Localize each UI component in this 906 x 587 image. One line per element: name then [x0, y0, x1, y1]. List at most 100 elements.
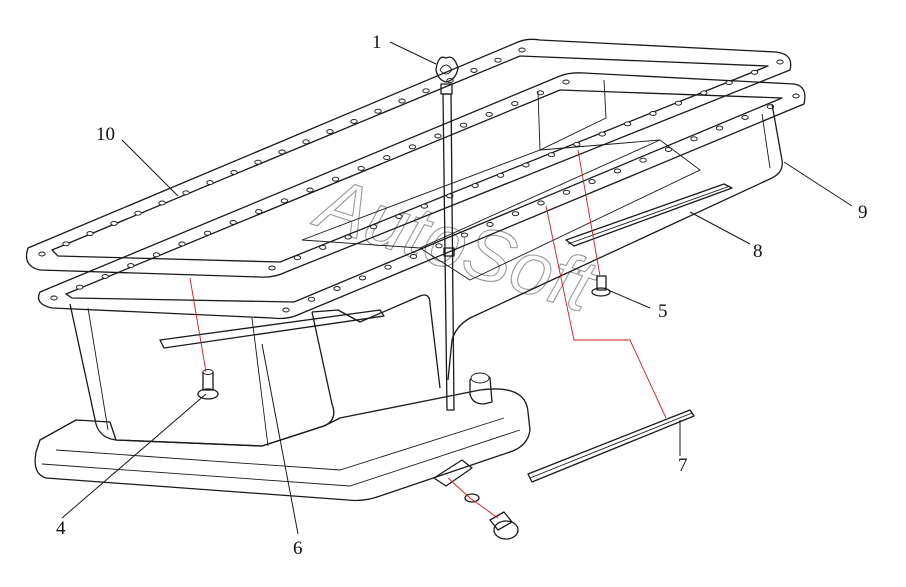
- bolt-hole: [182, 190, 190, 196]
- bolt-hole: [408, 144, 417, 150]
- bolt-hole: [518, 47, 526, 53]
- bolt-hole: [50, 295, 58, 301]
- bolt-hole: [674, 100, 683, 106]
- bolt-hole: [562, 79, 570, 85]
- bolt-hole: [75, 284, 84, 290]
- oil-pan-bolt-holes: [50, 79, 800, 313]
- bolt-hole: [776, 59, 784, 65]
- bolt-hole: [302, 139, 310, 145]
- bolt-hole: [690, 136, 698, 142]
- bolt-hole: [280, 198, 289, 204]
- bolt-part-5: [591, 275, 611, 297]
- callout-leaders: [61, 41, 853, 535]
- bolt-hole: [350, 118, 358, 124]
- callout-1: 1: [372, 32, 382, 53]
- bolt-hole: [511, 211, 520, 217]
- bolt-hole: [384, 264, 392, 270]
- bolt-hole: [333, 286, 341, 292]
- bolt-hole: [331, 176, 340, 182]
- bolt-hole: [230, 169, 238, 175]
- bolt-hole: [639, 157, 647, 163]
- callout-4: 4: [56, 518, 66, 539]
- bolt-hole: [562, 189, 571, 195]
- bolt-hole: [750, 69, 759, 75]
- bolt-hole: [86, 231, 94, 237]
- bolt-hole: [715, 125, 724, 131]
- callout-7: 7: [678, 455, 688, 476]
- bolt-hole: [511, 101, 519, 107]
- callout-5: 5: [658, 301, 668, 322]
- gasket-part-10: [25, 38, 792, 278]
- callout-6: 6: [293, 538, 303, 559]
- bolt-hole: [537, 200, 545, 206]
- bolt-hole: [254, 159, 262, 165]
- bolt-hole: [420, 203, 429, 209]
- callout-10: 10: [96, 124, 115, 145]
- bolt-hole: [664, 147, 673, 152]
- bolt-hole: [369, 224, 378, 230]
- bolt-hole: [792, 93, 800, 99]
- bolt-hole: [127, 263, 135, 269]
- bolt-hole: [203, 230, 212, 236]
- bolt-hole: [110, 220, 118, 226]
- bolt-hole: [485, 111, 493, 117]
- bolt-hole: [255, 209, 263, 215]
- bolt-hole: [435, 243, 443, 249]
- bolt-hole: [547, 152, 556, 158]
- bolt-hole: [598, 131, 606, 137]
- bolt-hole: [700, 90, 708, 96]
- stiffener-strip-part-7: [527, 409, 695, 483]
- bolt-hole: [471, 183, 479, 189]
- bolt-hole: [357, 165, 365, 171]
- bolt-part-4: [197, 369, 219, 400]
- bolt-hole: [470, 67, 478, 73]
- bolt-hole: [395, 214, 403, 219]
- bolt-hole: [613, 168, 622, 174]
- bolt-hole: [434, 133, 442, 139]
- bolt-hole: [422, 88, 430, 94]
- bolt-hole: [293, 255, 302, 261]
- bolt-hole: [344, 234, 352, 240]
- bolt-hole: [588, 179, 596, 185]
- bolt-hole: [649, 111, 657, 116]
- bolt-hole: [268, 265, 276, 271]
- stiffener-strip-part-8: [565, 183, 733, 247]
- bolt-hole: [460, 232, 469, 238]
- bolt-hole: [374, 108, 382, 114]
- bolt-hole: [319, 244, 327, 250]
- bolt-hole: [152, 252, 161, 258]
- bolt-hole: [486, 221, 494, 227]
- callout-9: 9: [858, 202, 868, 223]
- bolt-hole: [38, 251, 46, 257]
- gasket-bolt-holes: [38, 47, 784, 271]
- bolt-hole: [306, 187, 314, 193]
- bolt-hole: [623, 121, 632, 127]
- bolt-hole: [307, 296, 316, 302]
- assembly-guide-lines: [189, 149, 667, 519]
- bolt-hole: [229, 219, 237, 225]
- bolt-hole: [409, 254, 418, 259]
- bolt-hole: [496, 172, 505, 178]
- bolt-hole: [398, 98, 406, 104]
- oil-pan-part-9: [34, 72, 806, 502]
- callout-labels: 1 4 5 6 7 8 9 10: [56, 32, 868, 559]
- watermark-text: AutoSoft: [305, 160, 608, 329]
- bolt-hole: [278, 149, 286, 155]
- bolt-hole: [573, 141, 581, 147]
- bolt-hole: [282, 307, 290, 313]
- bolt-hole: [206, 180, 214, 186]
- bolt-hole: [383, 155, 391, 161]
- drain-plug: [464, 493, 519, 540]
- bolt-hole: [358, 275, 367, 281]
- callout-8: 8: [753, 241, 763, 262]
- bolt-hole: [459, 122, 468, 128]
- bolt-hole: [326, 129, 334, 135]
- bolt-hole: [522, 162, 530, 168]
- bolt-hole: [134, 210, 142, 216]
- bolt-hole: [101, 273, 109, 279]
- dipstick-part-1: [435, 56, 459, 411]
- bolt-hole: [536, 90, 545, 96]
- bolt-hole: [178, 241, 186, 247]
- bolt-hole: [158, 200, 166, 206]
